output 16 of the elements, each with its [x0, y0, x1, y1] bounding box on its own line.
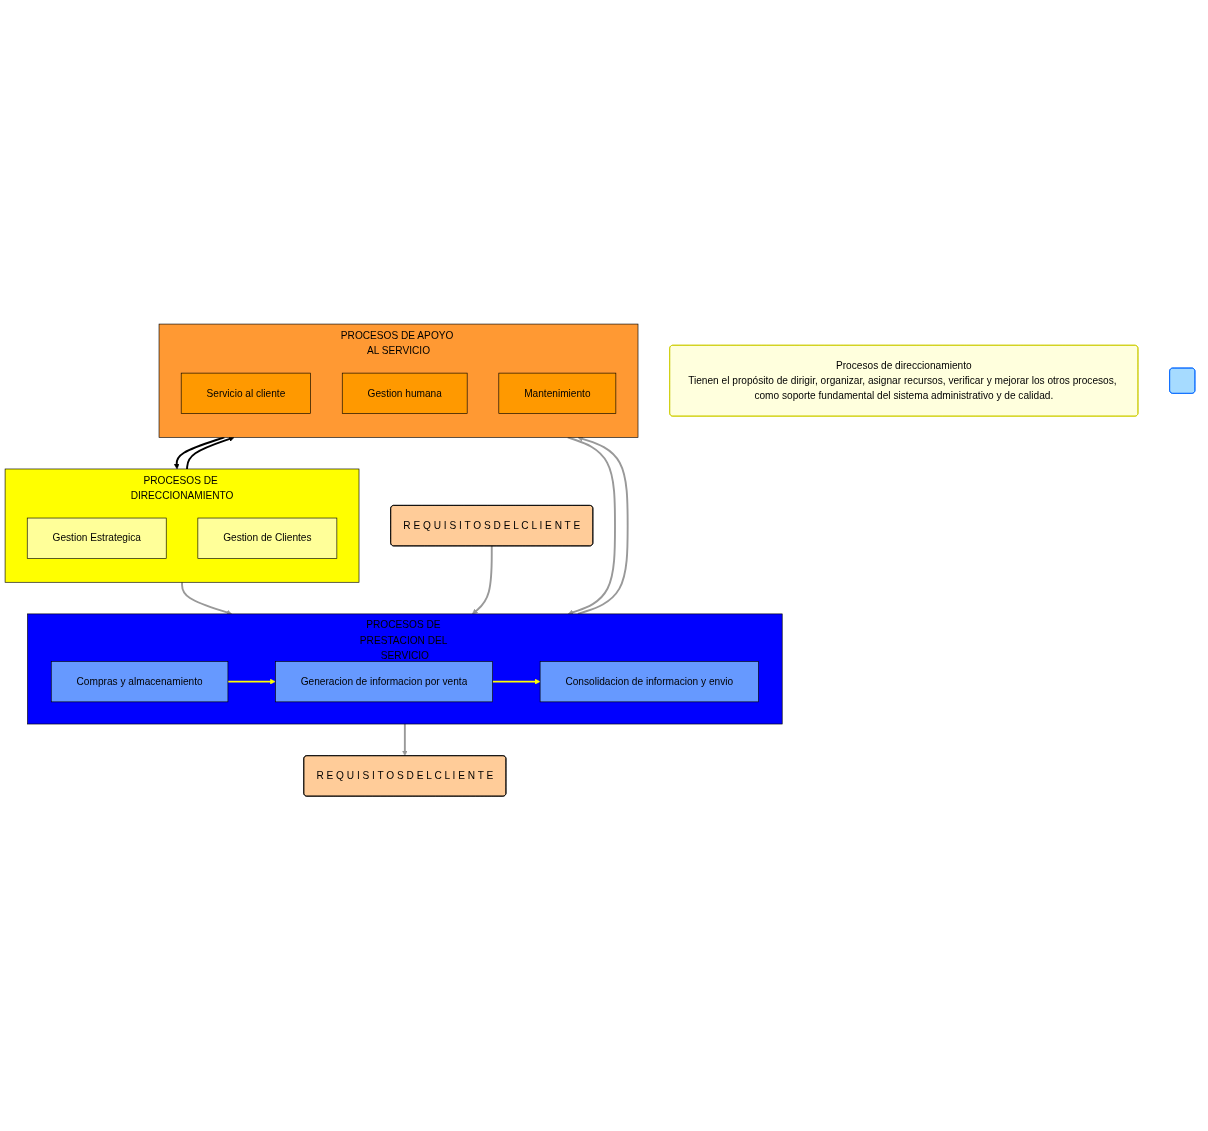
node-box: Mantenimiento: [498, 372, 617, 414]
node-box: Consolidacion de informacion y envio: [539, 660, 759, 703]
node-box: Gestion Estrategica: [26, 517, 167, 559]
arrow: [402, 722, 408, 756]
arrow: [186, 436, 235, 470]
node-box: Gestion humana: [341, 372, 468, 414]
arrow: [472, 544, 493, 615]
node-box: Compras y almacenamiento: [50, 660, 229, 703]
arrow: [576, 436, 629, 615]
arrow: [227, 678, 276, 685]
arrow: [173, 436, 226, 470]
arrow: [491, 678, 541, 685]
node-box: Generacion de informacion por venta: [275, 660, 493, 703]
node-box: Servicio al cliente: [180, 372, 311, 414]
arrow: [181, 581, 233, 615]
node-box: Gestion de Clientes: [197, 517, 338, 559]
